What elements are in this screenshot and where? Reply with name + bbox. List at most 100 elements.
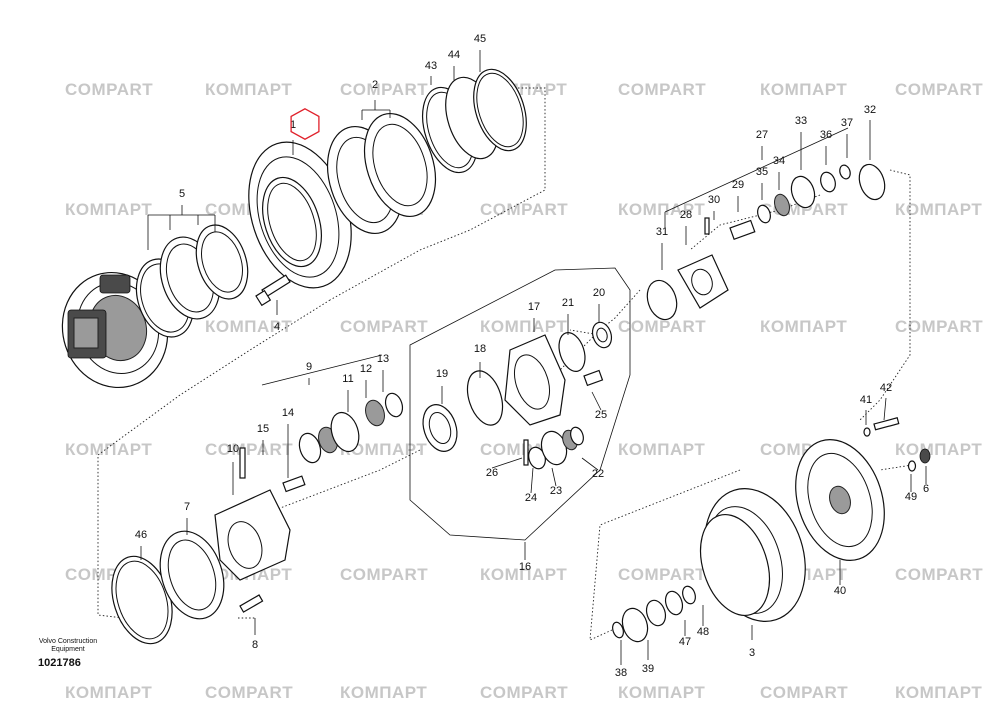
part-number-22: 22 [592, 468, 604, 480]
part-number-42: 42 [880, 382, 892, 394]
watermark-text: КОМПАРТ [618, 200, 705, 219]
part-number-45: 45 [474, 33, 486, 45]
part-number-33: 33 [795, 115, 807, 127]
part-3-ring-gear [699, 488, 806, 622]
part-18-ring [466, 370, 504, 426]
part-16-sub-assembly-frame [409, 267, 631, 541]
leader-line [664, 127, 849, 213]
parts-11-12-13-gears [298, 392, 404, 464]
part-number-38: 38 [615, 667, 627, 679]
watermark-layer: COMPART КОМПАРТ COMPART КОМПАРТ COMPART КОМПА… [65, 80, 983, 702]
leader-lines [140, 50, 927, 665]
parts-drawing [61, 68, 931, 645]
watermark-text: КОМПАРТ [340, 440, 427, 459]
part-number-6: 6 [923, 483, 929, 495]
watermark-text: COMPART [618, 565, 706, 584]
part-number-40: 40 [834, 585, 846, 597]
part-number-34: 34 [773, 155, 785, 167]
highlight-hexagon[interactable] [290, 108, 320, 140]
part-8-bolt [239, 594, 264, 613]
leader-line [491, 457, 523, 469]
part-number-32: 32 [864, 104, 876, 116]
parts-43-44-45-rings [422, 68, 527, 174]
part-number-35: 35 [756, 166, 768, 178]
leader-line [530, 467, 534, 494]
watermark-text: COMPART [895, 565, 983, 584]
part-40-cover [795, 439, 885, 561]
part-5-seal-rings [135, 224, 249, 338]
watermark-text: COMPART [340, 80, 428, 99]
part-number-labels: 1234567891011121314151617181920212223242… [135, 33, 929, 679]
parts-46-7-ring-bearing [111, 530, 225, 645]
part-number-24: 24 [525, 492, 537, 504]
watermark-text: КОМПАРТ [618, 440, 705, 459]
watermark-text: КОМПАРТ [895, 440, 982, 459]
watermark-text: COMPART [480, 683, 568, 702]
part-number-29: 29 [732, 179, 744, 191]
watermark-text: КОМПАРТ [65, 200, 152, 219]
part-number-13: 13 [377, 353, 389, 365]
watermark-text: КОМПАРТ [480, 565, 567, 584]
part-number-9: 9 [306, 361, 312, 373]
watermark-text: КОМПАРТ [205, 317, 292, 336]
part-2-bearing [327, 112, 437, 235]
part-number-17: 17 [528, 301, 540, 313]
watermark-text: КОМПАРТ [480, 317, 567, 336]
watermark-text: КОМПАРТ [340, 683, 427, 702]
part-number-11: 11 [342, 373, 353, 385]
leader-line [261, 354, 383, 386]
part-number-16: 16 [519, 561, 531, 573]
part-number-36: 36 [820, 129, 832, 141]
part-1-hub-flange [248, 141, 352, 289]
watermark-text: КОМПАРТ [895, 200, 982, 219]
part-10-planet-carrier [214, 489, 291, 581]
watermark-text: КОМПАРТ [618, 683, 705, 702]
part-number-23: 23 [550, 485, 562, 497]
part-number-46: 46 [135, 529, 147, 541]
parts-38-39-47-48-gear-rings [612, 585, 696, 643]
watermark-text: COMPART [65, 80, 153, 99]
part-4-bolt [255, 274, 291, 307]
leader-line [551, 467, 557, 487]
parts-20-21-rings [558, 321, 613, 372]
part-number-37: 37 [841, 117, 853, 129]
watermark-text: COMPART [480, 200, 568, 219]
watermark-text: КОМПАРТ [205, 80, 292, 99]
parts-14-15-pins [239, 447, 306, 493]
part-number-5: 5 [179, 188, 185, 200]
watermark-text: COMPART [760, 683, 848, 702]
footer-maker: Volvo Construction Equipment [38, 638, 98, 653]
leader-line [883, 397, 887, 421]
part-number-47: 47 [679, 636, 691, 648]
part-number-14: 14 [282, 407, 294, 419]
part-number-1: 1 [290, 119, 296, 131]
watermark-text: COMPART [340, 317, 428, 336]
part-number-30: 30 [708, 194, 720, 206]
part-number-10: 10 [227, 443, 239, 455]
leader-line [581, 457, 599, 471]
part-number-21: 21 [562, 297, 574, 309]
watermark-text: КОМПАРТ [895, 683, 982, 702]
part-number-39: 39 [642, 663, 654, 675]
part-number-43: 43 [425, 60, 437, 72]
watermark-text: COMPART [618, 80, 706, 99]
drawing-number: 1021786 [38, 657, 81, 669]
parts-29-to-37-small-components [704, 163, 886, 241]
part-number-8: 8 [252, 639, 258, 651]
part-number-26: 26 [486, 467, 498, 479]
part-17-carrier [504, 334, 566, 426]
part-number-49: 49 [905, 491, 917, 503]
part-number-48: 48 [697, 626, 709, 638]
parts-41-42-49-6-fasteners [863, 417, 931, 472]
watermark-text: COMPART [340, 565, 428, 584]
parts-31-28-gear-and-plate [646, 254, 729, 321]
watermark-text: COMPART [205, 440, 293, 459]
part-number-31: 31 [656, 226, 668, 238]
watermark-text: КОМПАРТ [760, 317, 847, 336]
watermark-text: COMPART [618, 317, 706, 336]
part-number-28: 28 [680, 209, 692, 221]
watermark-text: COMPART [205, 683, 293, 702]
part-number-19: 19 [436, 368, 448, 380]
watermark-text: COMPART [895, 317, 983, 336]
